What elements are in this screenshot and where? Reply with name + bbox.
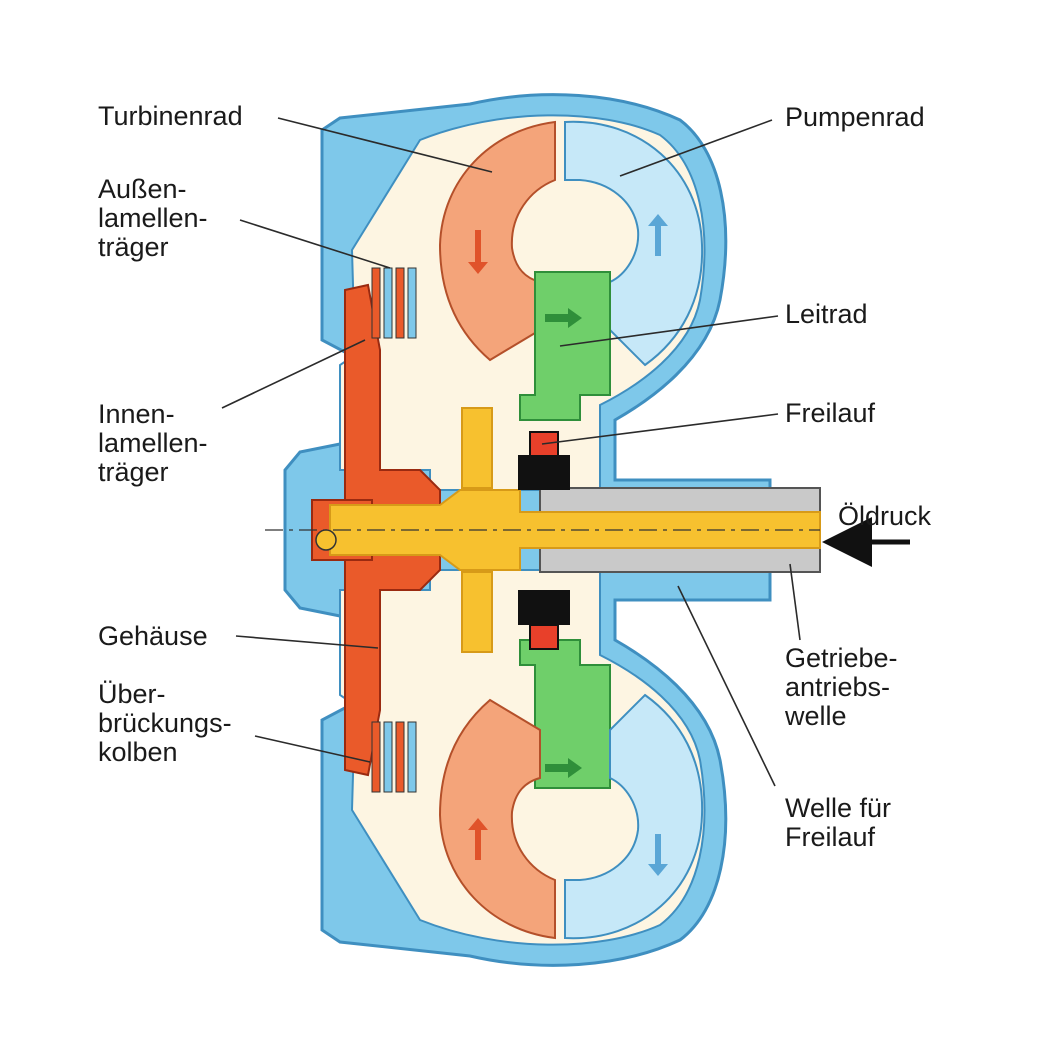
label-innenlamellentraeger: Innen- lamellen- träger xyxy=(98,399,208,487)
turbine-wheel-upper xyxy=(438,120,556,362)
label-leitrad: Leitrad xyxy=(785,299,868,329)
turbine-flow-arrow-upper xyxy=(468,230,488,274)
clutch-plates-lower xyxy=(371,721,417,793)
shaft-bore xyxy=(315,529,337,551)
label-gehaeuse: Gehäuse xyxy=(98,621,208,651)
pump-flow-arrow-upper xyxy=(648,214,668,256)
stator-flow-arrow-lower xyxy=(545,758,582,778)
pump-wheel-lower xyxy=(564,693,704,940)
label-turbinenrad: Turbinenrad xyxy=(98,101,243,131)
freewheel-upper-black xyxy=(518,455,570,490)
label-pumpenrad: Pumpenrad xyxy=(785,102,925,132)
pump-wheel-upper xyxy=(564,120,704,367)
turbine-hub-upper xyxy=(461,407,493,489)
turbine-hub-lower xyxy=(461,571,493,653)
pump-flow-arrow-lower xyxy=(648,834,668,876)
freewheel-lower-red xyxy=(529,624,559,650)
turbine-flow-arrow-lower xyxy=(468,818,488,860)
freewheel-lower-black xyxy=(518,590,570,625)
turbine-wheel-lower xyxy=(438,698,556,940)
label-welle-fuer-freilauf: Welle für Freilauf xyxy=(785,793,892,852)
label-getriebeantriebswelle: Getriebe- antriebs- welle xyxy=(785,643,898,731)
label-aussenlamellentraeger: Außen- lamellen- träger xyxy=(98,174,208,262)
label-oeldruck: Öldruck xyxy=(838,501,932,531)
stator-flow-arrow-upper xyxy=(545,308,582,328)
label-ueberbrueckungskolben: Über- brückungs- kolben xyxy=(98,679,232,767)
leader-lines xyxy=(221,117,801,787)
label-freilauf: Freilauf xyxy=(785,398,876,428)
